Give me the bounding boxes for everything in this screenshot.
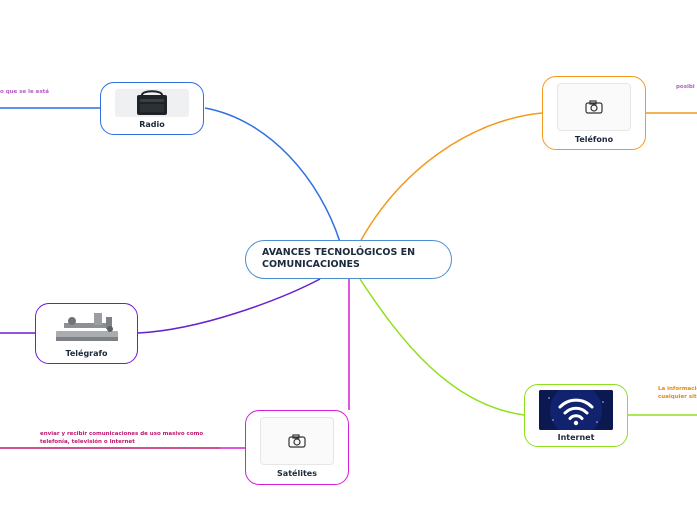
central-topic[interactable]: AVANCES TECNOLÓGICOS EN COMUNICACIONES [245, 240, 452, 279]
note-internet-line2: cualquier siti [658, 394, 697, 400]
telegraph-key-image [50, 309, 124, 345]
note-internet: La informació cualquier siti [658, 385, 697, 401]
note-satelites: enviar y recibir comunicaciones de uso m… [40, 430, 203, 446]
note-telefono: posibi [676, 84, 695, 90]
node-label-satelites: Satélites [277, 469, 317, 478]
node-internet[interactable]: Internet [524, 384, 628, 447]
connector-radio [204, 107, 341, 243]
connector-telefono [359, 112, 543, 243]
connector-telegrafo [137, 278, 321, 334]
radio-image [115, 89, 189, 117]
central-title-line1: AVANCES TECNOLÓGICOS EN [262, 247, 416, 258]
wifi-image [539, 390, 613, 430]
telefono-image-placeholder [557, 83, 631, 131]
node-satelites[interactable]: Satélites [245, 410, 349, 485]
connector-internet [359, 278, 525, 416]
camera-icon [585, 100, 603, 114]
note-satelites-line2: telefonía, televisión o Internet [40, 439, 135, 445]
note-internet-line1: La informació [658, 386, 697, 392]
note-satelites-line1: enviar y recibir comunicaciones de uso m… [40, 431, 204, 437]
camera-icon [288, 434, 306, 448]
node-label-telefono: Teléfono [574, 135, 614, 144]
node-label-internet: Internet [557, 433, 595, 442]
node-telegrafo[interactable]: Telégrafo [35, 303, 138, 364]
node-telefono[interactable]: Teléfono [542, 76, 646, 150]
node-label-radio: Radio [139, 120, 165, 129]
node-label-telegrafo: Telégrafo [65, 349, 108, 358]
note-radio: o que se le está [0, 89, 49, 95]
satelites-image-placeholder [260, 417, 334, 465]
node-radio[interactable]: Radio [100, 82, 204, 135]
central-title-line2: COMUNICACIONES [262, 259, 360, 270]
